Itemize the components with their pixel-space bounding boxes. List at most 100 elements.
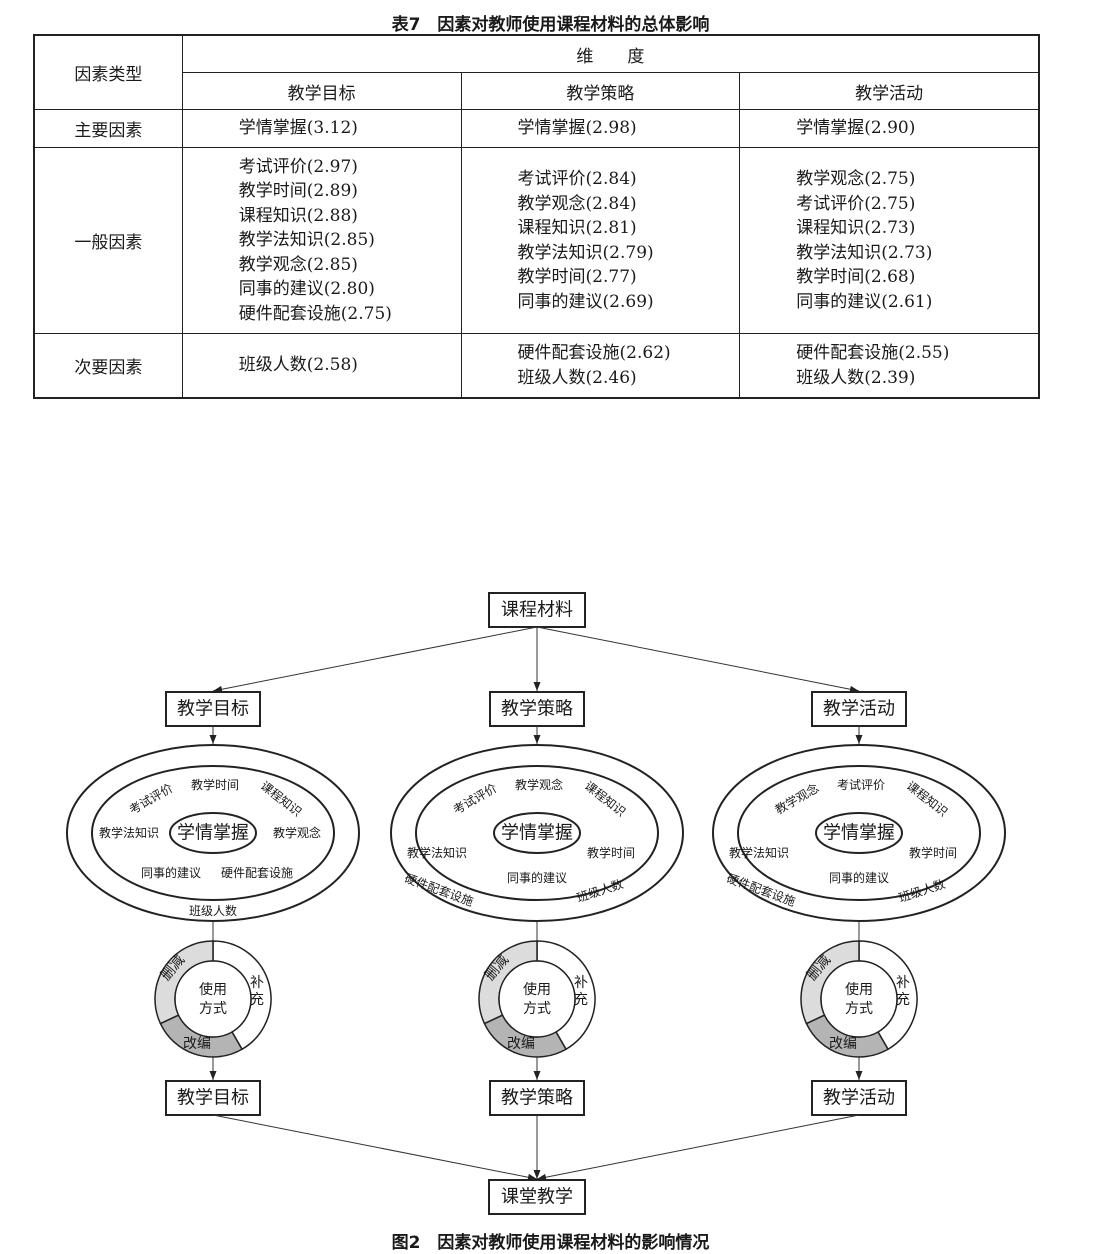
wheel-center-label: 方式 xyxy=(845,1001,873,1017)
ring-factor-label: 同事的建议 xyxy=(141,865,201,880)
factor-entry: 课程知识(2.81) xyxy=(517,218,637,238)
arrow-material-to-branch-head xyxy=(533,682,541,691)
ring-factor-label: 教学观念 xyxy=(515,777,563,792)
factor-entry: 教学观念(2.85) xyxy=(238,254,358,275)
ring-factor-label: 同事的建议 xyxy=(507,870,567,885)
box-branch-top-label: 教学目标 xyxy=(177,699,249,720)
box-curriculum-material-label: 课程材料 xyxy=(501,600,573,621)
ring-factor-label: 考试评价 xyxy=(837,777,885,792)
table-cell: 班级人数(2.58) xyxy=(181,333,462,398)
table-cell: 考试评价(2.97) 教学时间(2.89) 课程知识(2.88) 教学法知识(2.85… xyxy=(181,147,462,334)
ring-factor-label: 教学观念 xyxy=(273,825,321,840)
ring-center-label: 学情掌握 xyxy=(823,823,895,844)
factor-entry: 课程知识(2.73) xyxy=(796,218,916,238)
header-dim-strategy: 教学策略 xyxy=(460,72,741,110)
wheel-segment-label: 改编 xyxy=(507,1036,535,1052)
factor-entry: 教学观念(2.84) xyxy=(517,193,637,214)
table-caption: 表7 因素对教师使用课程材料的总体影响 xyxy=(391,15,710,35)
factor-entry: 硬件配套设施(2.75) xyxy=(238,303,392,324)
factor-entry: 教学法知识(2.85) xyxy=(238,230,375,251)
factor-entry: 班级人数(2.39) xyxy=(796,367,916,388)
wheel-center xyxy=(498,960,576,1038)
box-branch-bottom-label: 教学活动 xyxy=(823,1088,895,1109)
wheel-segment-label: 补充 xyxy=(574,975,588,1008)
row-type-general: 一般因素 xyxy=(34,147,183,334)
factor-entry: 考试评价(2.75) xyxy=(796,193,916,214)
table-row: 主要因素 学情掌握(3.12) 学情掌握(2.98) 学情掌握(2.90) xyxy=(34,109,1039,148)
ring-factor-label: 教学时间 xyxy=(191,777,239,792)
factor-entry: 班级人数(2.46) xyxy=(517,367,637,388)
ring-factor-label: 教学时间 xyxy=(909,845,957,860)
box-branch-top-label: 教学策略 xyxy=(501,699,573,720)
factor-entry: 学情掌握(3.12) xyxy=(238,118,358,139)
wheel-segment-label: 补充 xyxy=(250,975,264,1008)
arrow-branch-to-rings-head xyxy=(855,735,863,744)
box-curriculum-material xyxy=(488,592,586,628)
header-dimension: 维 度 xyxy=(181,35,1040,73)
factor-entry: 教学时间(2.77) xyxy=(517,267,637,287)
arrow-wheel-to-branch-head xyxy=(855,1071,863,1080)
wheel-center-label: 方式 xyxy=(199,1001,227,1017)
wheel-center-label: 方式 xyxy=(523,1001,551,1017)
ring-center-label: 学情掌握 xyxy=(177,823,249,844)
factor-entry: 学情掌握(2.90) xyxy=(796,118,916,139)
arrow-material-to-branch-head xyxy=(213,685,223,693)
factor-entry: 教学时间(2.89) xyxy=(238,181,358,202)
arrow-wheel-to-branch-head xyxy=(209,1071,217,1080)
box-branch-top xyxy=(165,691,261,727)
box-branch-bottom-label: 教学目标 xyxy=(177,1088,249,1109)
figure-caption: 图2 因素对教师使用课程材料的影响情况 xyxy=(391,1233,710,1253)
table-cell: 硬件配套设施(2.55) 班级人数(2.39) xyxy=(739,333,1039,398)
table-cell: 硬件配套设施(2.62) 班级人数(2.46) xyxy=(460,333,741,398)
wheel-center-label: 使用 xyxy=(523,981,551,998)
table-cell: 学情掌握(2.98) xyxy=(460,109,741,148)
factor-entry: 班级人数(2.58) xyxy=(238,355,358,376)
arrow-branch-to-rings-head xyxy=(533,735,541,744)
factor-entry: 同事的建议(2.61) xyxy=(796,291,933,312)
factor-ring-center xyxy=(815,812,903,854)
factor-entry: 硬件配套设施(2.62) xyxy=(517,343,671,363)
arrow-material-to-branch-head xyxy=(849,685,859,693)
box-branch-bottom xyxy=(489,1080,585,1116)
factor-entry: 教学法知识(2.73) xyxy=(796,242,933,263)
factor-influence-table: 因素类型 维 度 教学目标 教学策略 教学活动 主要因素 学情掌握(3.12) … xyxy=(33,34,1040,399)
ring-center-label: 学情掌握 xyxy=(501,823,573,844)
box-branch-top-label: 教学活动 xyxy=(823,699,895,720)
factor-ring-center xyxy=(493,812,581,854)
arrow-branch-to-rings-head xyxy=(209,735,217,744)
wheel-segment-label: 补充 xyxy=(896,975,910,1008)
factor-entry: 课程知识(2.88) xyxy=(238,205,358,226)
arrow-branch-to-classroom-head xyxy=(533,1170,541,1179)
box-classroom-teaching xyxy=(488,1179,586,1215)
arrow-material-to-branch xyxy=(212,626,538,692)
factor-entry: 同事的建议(2.69) xyxy=(517,291,654,312)
box-classroom-teaching-label: 课堂教学 xyxy=(501,1187,573,1208)
factor-ring-center xyxy=(169,812,257,854)
ring-factor-label: 教学时间 xyxy=(587,845,635,860)
factor-entry: 考试评价(2.97) xyxy=(238,156,358,177)
table-cell: 学情掌握(3.12) xyxy=(181,109,462,148)
wheel-segment-label: 改编 xyxy=(183,1036,211,1052)
row-type-minor: 次要因素 xyxy=(34,333,183,398)
table-cell: 考试评价(2.84) 教学观念(2.84) 课程知识(2.81) 教学法知识(2.79… xyxy=(460,147,741,334)
factor-entry: 教学观念(2.75) xyxy=(796,169,916,189)
table-cell: 教学观念(2.75) 考试评价(2.75) 课程知识(2.73) 教学法知识(2.73… xyxy=(739,147,1039,334)
arrow-branch-to-classroom xyxy=(536,1114,860,1180)
box-branch-top xyxy=(489,691,585,727)
factor-entry: 教学时间(2.68) xyxy=(796,267,916,287)
factor-entry: 学情掌握(2.98) xyxy=(517,118,637,139)
table-row: 次要因素 班级人数(2.58) 硬件配套设施(2.62) 班级人数(2.46) 硬… xyxy=(34,333,1039,398)
factor-entry: 同事的建议(2.80) xyxy=(238,279,375,300)
ring-factor-label: 班级人数 xyxy=(189,903,237,918)
wheel-center-label: 使用 xyxy=(199,981,227,998)
ring-factor-label: 教学法知识 xyxy=(729,845,789,860)
table-row: 一般因素 考试评价(2.97) 教学时间(2.89) 课程知识(2.88) 教学法知识… xyxy=(34,147,1039,334)
ring-factor-label: 教学法知识 xyxy=(99,825,159,840)
row-type-main: 主要因素 xyxy=(34,109,183,148)
factor-entry: 硬件配套设施(2.55) xyxy=(796,343,950,363)
factor-entry: 教学法知识(2.79) xyxy=(517,242,654,263)
wheel-segment-label: 改编 xyxy=(829,1036,857,1052)
arrow-branch-to-classroom xyxy=(212,1114,538,1180)
factor-entry: 考试评价(2.84) xyxy=(517,169,637,189)
